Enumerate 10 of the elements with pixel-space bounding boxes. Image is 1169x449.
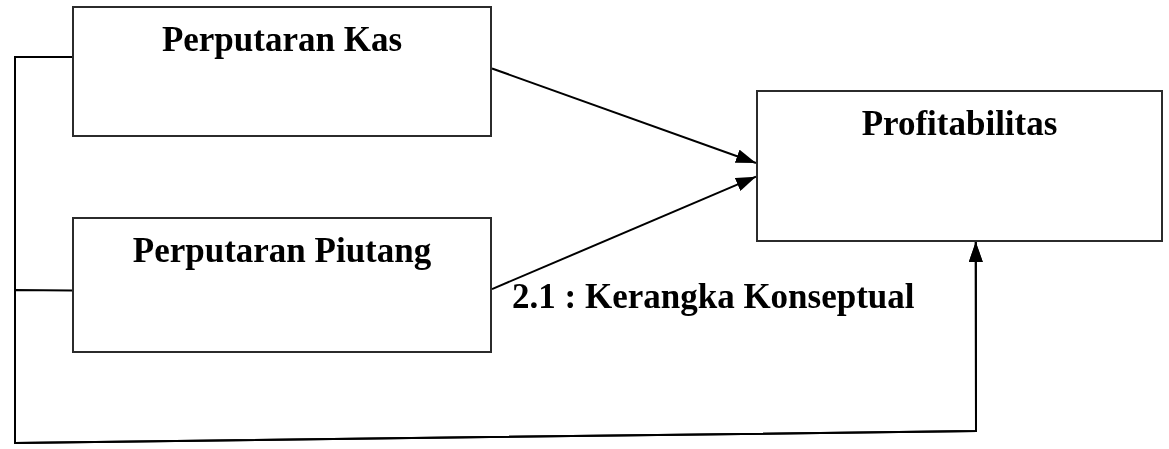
arrow — [491, 67, 757, 164]
variable-box — [72, 217, 492, 353]
node-label: Perputaran Piutang — [132, 231, 432, 271]
variable-box — [756, 90, 1163, 242]
node-label: Perputaran Kas — [161, 20, 403, 60]
figure-caption: 2.1 : Kerangka Konseptual — [512, 277, 915, 317]
node-label: Profitabilitas — [861, 104, 1058, 144]
arrow — [14, 241, 983, 444]
arrow — [491, 175, 757, 291]
variable-box — [72, 6, 492, 137]
